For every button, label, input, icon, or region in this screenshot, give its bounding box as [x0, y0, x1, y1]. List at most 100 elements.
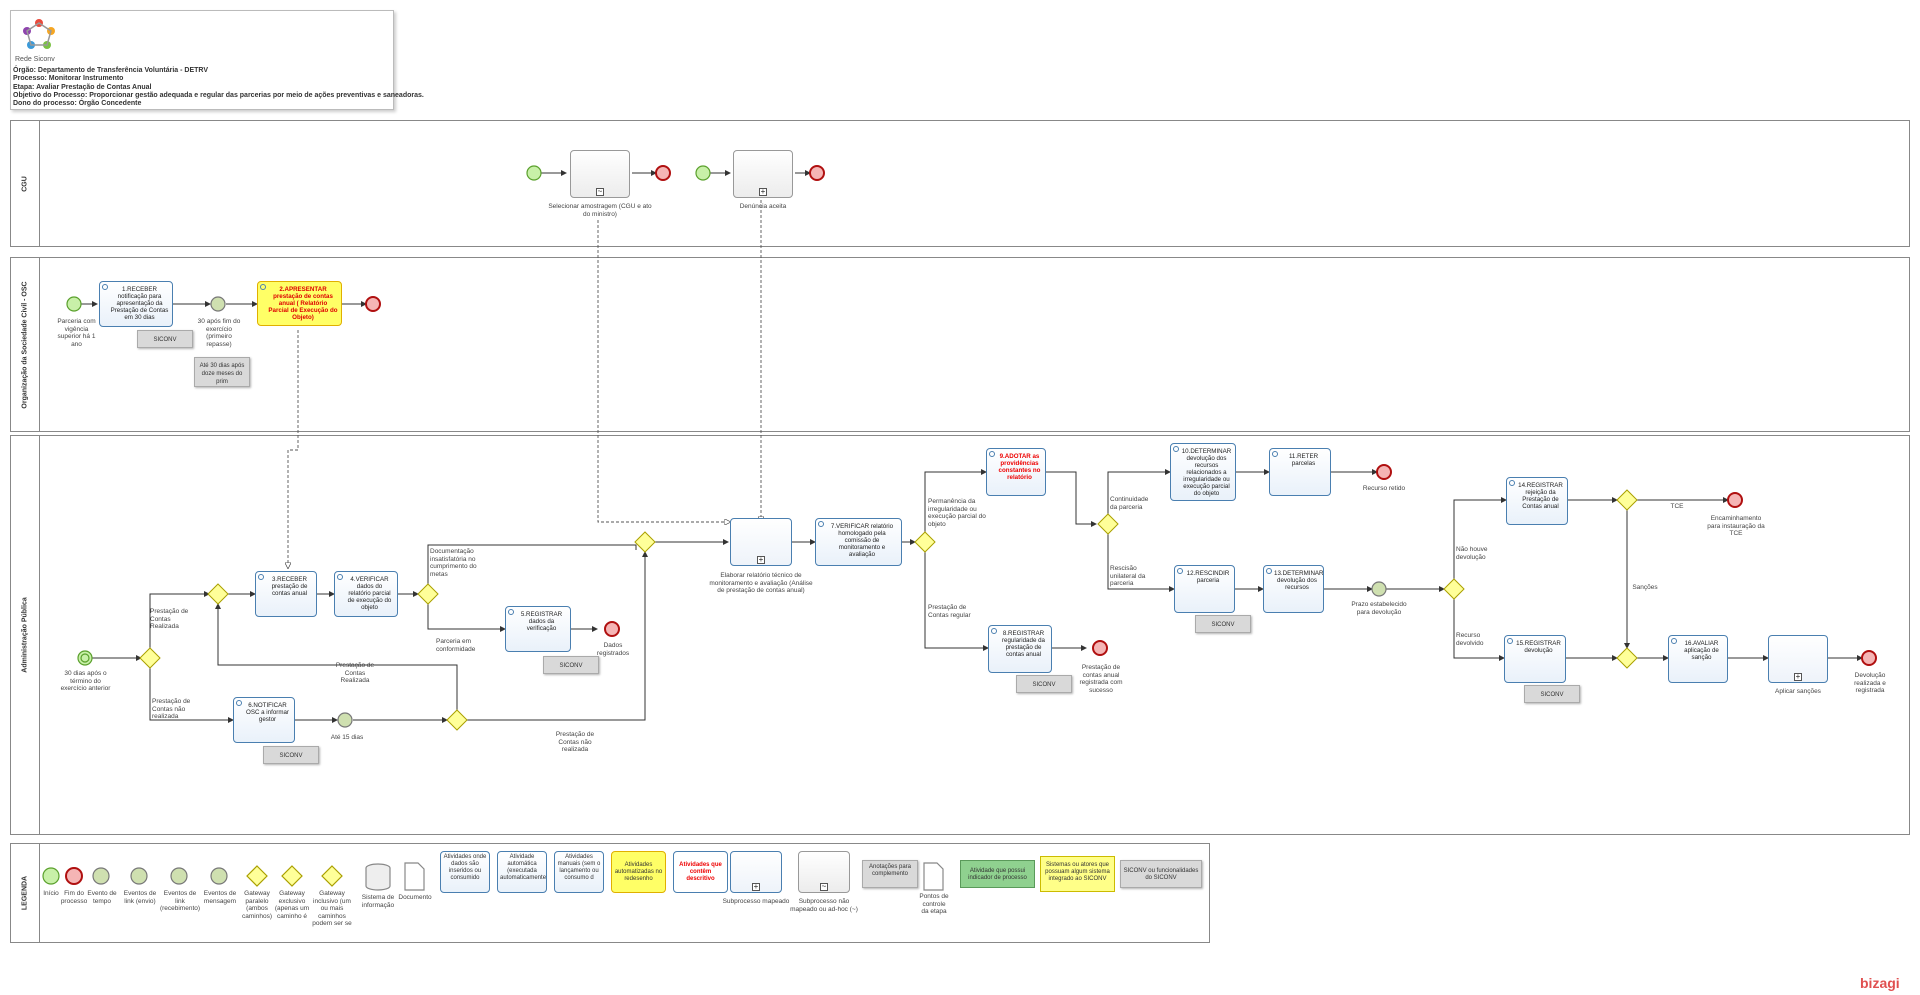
task-8-text: 8.REGISTRAR regularidade da prestação de… [1001, 630, 1045, 658]
task-type-icon [337, 574, 343, 580]
task-10-determinar[interactable]: 10.DETERMINAR devolução dos recursos rel… [1170, 443, 1236, 501]
label-timer15: Até 15 dias [330, 734, 364, 741]
legend-gw-exclusive-label: Gateway exclusivo (apenas um caminho é [274, 890, 310, 920]
legend-sub-mapped-label: Subprocesso mapeado [722, 898, 790, 905]
task-type-icon [991, 628, 997, 634]
label-g5-bottom: Rescisão unilateral da parceria [1110, 565, 1146, 587]
gateway [1616, 489, 1638, 511]
legend-act-manual: Atividades manuais (sem o lançamento ou … [554, 851, 604, 893]
task-type-icon [1177, 568, 1183, 574]
legend-siconv-funcs-text: SICONV ou funcionalidades do SICONV [1123, 868, 1199, 881]
flows [81, 170, 1863, 723]
flow [149, 591, 210, 648]
label-g2-top: Documentação insatisfatória no cumprimen… [430, 548, 477, 578]
label-g3-top: Prestação de Contas Realizada [335, 662, 375, 684]
doc-siconv-8: SICONV [1016, 675, 1072, 693]
label-timer-prazo: Prazo estabelecido para devolução [1351, 601, 1407, 616]
task-12-rescindir[interactable]: 12.RESCINDIR parceria [1174, 565, 1235, 613]
flow [427, 604, 506, 632]
gateway [1616, 647, 1638, 669]
task-8-registrar[interactable]: 8.REGISTRAR regularidade da prestação de… [988, 625, 1052, 673]
legend-document-icon [404, 862, 425, 891]
start-event-cgu-2 [695, 165, 711, 181]
end-event [365, 296, 381, 312]
label-timer-osc: 30 após fim do exercício (primeiro repas… [197, 318, 241, 348]
label-aplicar-sancoes: Aplicar sanções [1775, 688, 1821, 695]
legend-siconv-funcs: SICONV ou funcionalidades do SICONV [1120, 860, 1202, 888]
task-type-icon [1507, 638, 1513, 644]
task-6-notificar[interactable]: 6.NOTIFICAR OSC a informar gestor [233, 697, 295, 743]
task-4-verificar[interactable]: 4.VERIFICAR dados do relatório parcial d… [334, 571, 398, 617]
end-event [809, 165, 825, 181]
pool-legend: LEGENDA [10, 843, 1210, 943]
task-aplicar-sancoes[interactable]: + [1768, 635, 1828, 683]
task-16-avaliar[interactable]: 16.AVALIAR aplicação de sanção [1668, 635, 1728, 683]
legend-message-label: Eventos de mensagem [203, 890, 237, 905]
task-7-text: 7.VERIFICAR relatório homologado pela co… [830, 523, 894, 558]
note-ate-30-dias-text: Até 30 dias após doze meses do prim [199, 363, 245, 385]
rede-siconv-logo [23, 19, 55, 49]
gateway [446, 709, 468, 731]
flow [1107, 469, 1171, 514]
flow [215, 603, 458, 710]
task-13-text: 13.DETERMINAR devolução dos recursos [1274, 570, 1324, 591]
legend-indicator-text: Atividade que possui indicador de proces… [968, 868, 1027, 881]
legend-sub-unmapped-label: Subprocesso não mapeado ou ad-hoc (~) [790, 898, 858, 913]
doc-siconv-12: SICONV [1195, 615, 1251, 633]
legend-timer-label: Evento de tempo [87, 890, 117, 905]
task-9-adotar[interactable]: 9.ADOTAR as providências constantes no r… [986, 448, 1046, 496]
task-selecionar-amostragem[interactable]: ~ [570, 150, 630, 198]
doc-siconv-15: SICONV [1524, 685, 1580, 703]
task-15-registrar[interactable]: 15.REGISTRAR devolução [1504, 635, 1566, 683]
end-event [655, 165, 671, 181]
task-1-receber[interactable]: 1.RECEBER notificação para apresentação … [99, 281, 173, 327]
task-7-verificar[interactable]: 7.VERIFICAR relatório homologado pela co… [815, 518, 902, 566]
legend-gw-inclusive-label: Gateway inclusivo (um ou mais caminhos p… [312, 890, 352, 927]
task-15-text: 15.REGISTRAR devolução [1516, 640, 1561, 654]
flow [1046, 471, 1097, 527]
legend-link-send-label: Eventos de link (envio) [123, 890, 157, 905]
header-brand: Rede Siconv [15, 56, 55, 63]
label-end8: Prestação de contas anual registrada com… [1079, 664, 1123, 694]
task-14-registrar[interactable]: 14.REGISTRAR rejeição da Prestação de Co… [1506, 477, 1568, 525]
task-2-apresentar[interactable]: 2.APRESENTAR prestação de contas anual (… [257, 281, 342, 326]
label-g4-bottom: Prestação de Contas regular [928, 604, 971, 619]
header-line: Órgão: Departamento de Transferência Vol… [13, 67, 209, 74]
task-14-text: 14.REGISTRAR rejeição da Prestação de Co… [1518, 482, 1563, 510]
legend-sub-mapped-box: + [730, 851, 782, 893]
legend-act-auto: Atividade automática (executada automati… [497, 851, 547, 893]
start-events [66, 165, 711, 666]
legend-systems-integrated-text: Sistemas ou atores que possuam algum sis… [1045, 862, 1110, 882]
message-flow [288, 330, 299, 568]
label-start-admin: 30 dias após o término do exercício ante… [60, 670, 111, 692]
task-5-text: 5.REGISTRAR dados da verificação [520, 611, 563, 632]
task-3-receber[interactable]: 3.RECEBER prestação de contas anual [255, 571, 317, 617]
legend-gw-inclusive-icon [321, 865, 343, 887]
label-g2-bottom: Parceria em conformidade [436, 638, 476, 653]
label-elaborar-relatorio: Elaborar relatório técnico de monitorame… [709, 572, 813, 594]
gateway [417, 583, 439, 605]
label-g6-top: Não houve devolução [1456, 546, 1488, 561]
label-end11: Recurso retido [1362, 485, 1406, 492]
legend-annotations-text: Anotações para complemento [868, 864, 912, 877]
task-2-text: 2.APRESENTAR prestação de contas anual (… [268, 286, 338, 321]
flow [467, 551, 648, 721]
task-11-reter[interactable]: 11.RETER parcelas [1269, 448, 1331, 496]
label-g3-bottom: Prestação de Contas não realizada [555, 731, 595, 753]
task-elaborar-relatorio[interactable]: + [730, 518, 792, 566]
label-g6-bottom: Recurso devolvido [1456, 632, 1484, 647]
legend-act-auto-text: Atividade automática (executada automati… [500, 854, 547, 881]
doc-siconv-1: SICONV [137, 330, 193, 348]
gateways [139, 489, 1638, 731]
task-13-determinar[interactable]: 13.DETERMINAR devolução dos recursos [1263, 565, 1324, 613]
label-denuncia: Denúncia aceita [739, 203, 787, 210]
flow [1453, 599, 1505, 661]
start-event-admin-inner [80, 653, 90, 663]
task-5-registrar[interactable]: 5.REGISTRAR dados da verificação [505, 606, 571, 652]
task-9-text: 9.ADOTAR as providências constantes no r… [998, 453, 1041, 481]
label-g5-top: Continuidade da parceria [1110, 496, 1149, 511]
task-denuncia[interactable]: + [733, 150, 793, 198]
legend-act-data: Atividades onde dados são inseridos ou c… [440, 851, 490, 893]
legend-gw-parallel-label: Gateway paralelo (ambos caminhos) [242, 890, 272, 920]
